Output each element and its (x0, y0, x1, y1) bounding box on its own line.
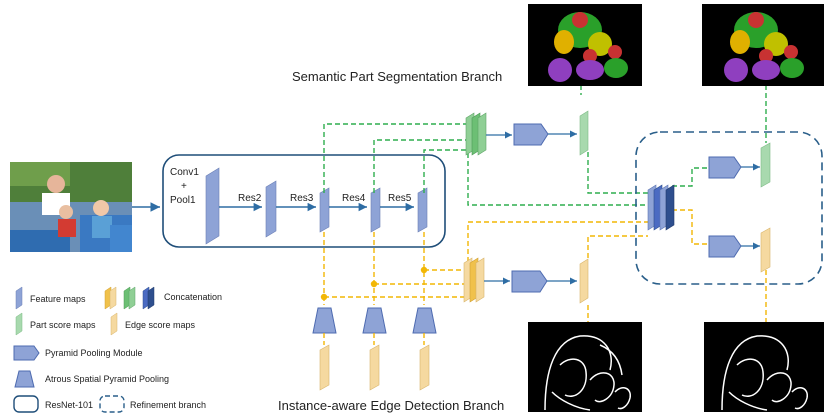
edge-ppm (511, 270, 548, 293)
edge-score-map (579, 258, 589, 304)
legend-concatenation: Concatenation (164, 292, 222, 302)
refine-edge-ppm (708, 235, 742, 258)
res4-feature-map (370, 187, 381, 233)
refined-segmentation-output-icon (702, 4, 824, 86)
legend-part-score-maps: Part score maps (30, 320, 96, 330)
refined-edge-output-icon (704, 322, 824, 412)
junction-dot (370, 280, 378, 288)
refine-edge-score-map (760, 227, 771, 273)
semantic-connections (323, 85, 767, 206)
refine-semantic-ppm (708, 156, 742, 179)
semantic-part-score-map (579, 110, 589, 156)
edge-output-icon (528, 322, 642, 412)
plus-label: + (181, 181, 187, 192)
semantic-concatenation (465, 112, 487, 156)
resnet-box (162, 154, 446, 248)
edge-concatenation (463, 257, 485, 303)
legend-resnet: ResNet-101 (45, 400, 93, 410)
res5-label: Res5 (388, 193, 412, 204)
junction-dot (320, 293, 328, 301)
legend-edge-score-maps: Edge score maps (125, 320, 196, 330)
legend-aspp: Atrous Spatial Pyramid Pooling (45, 374, 169, 384)
refine-part-score-map (760, 142, 771, 188)
edge-branch-title: Instance-aware Edge Detection Branch (278, 398, 504, 413)
refinement-box (635, 131, 823, 285)
res3-feature-map (319, 187, 330, 233)
legend-feature-maps: Feature maps (30, 294, 86, 304)
semantic-ppm (513, 123, 549, 146)
pool1-label: Pool1 (170, 195, 196, 206)
conv1-label: Conv1 (170, 167, 199, 178)
aspp-edge-score-maps (319, 344, 430, 391)
res2-feature-map (265, 180, 277, 238)
input-photo-icon (10, 162, 132, 252)
res2-label: Res2 (238, 193, 262, 204)
res4-label: Res4 (342, 193, 366, 204)
res5-feature-map (417, 187, 428, 233)
conv1-feature-map (205, 167, 220, 245)
segmentation-output-icon (528, 4, 642, 86)
semantic-branch-title: Semantic Part Segmentation Branch (292, 69, 502, 84)
junction-dot (420, 266, 428, 274)
edge-connections (323, 209, 767, 322)
res3-label: Res3 (290, 193, 314, 204)
aspp-modules (312, 307, 437, 334)
legend: Feature maps Concatenation Part score ma… (13, 286, 222, 413)
refinement-concatenation (647, 184, 675, 231)
legend-refinement: Refinement branch (130, 400, 206, 410)
legend-ppm: Pyramid Pooling Module (45, 348, 143, 358)
